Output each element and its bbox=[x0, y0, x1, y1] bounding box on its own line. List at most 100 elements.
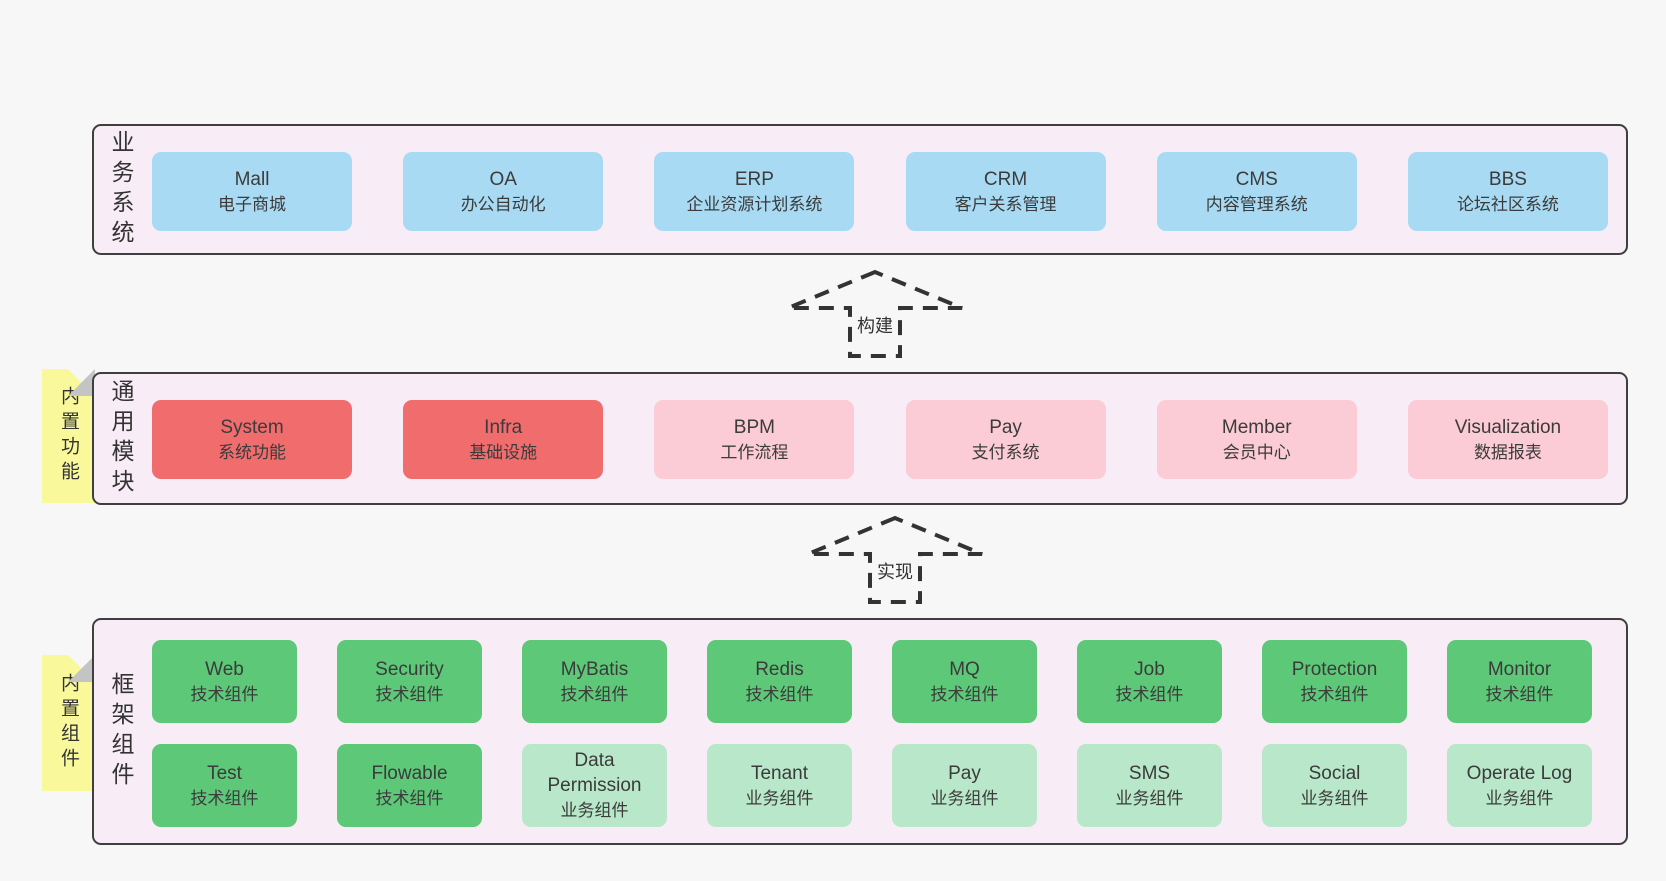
box-security: Security 技术组件 bbox=[337, 640, 482, 723]
box-title: OA bbox=[489, 168, 517, 190]
box-subtitle: 企业资源计划系统 bbox=[686, 194, 823, 214]
box-subtitle: 业务组件 bbox=[745, 788, 814, 808]
sticky-fold-icon bbox=[68, 655, 95, 682]
box-title: BPM bbox=[733, 416, 775, 438]
framework-row-2: Test 技术组件 Flowable 技术组件 Data Permission … bbox=[152, 744, 1592, 827]
box-subtitle: 技术组件 bbox=[375, 684, 444, 704]
box-subtitle: 电子商城 bbox=[218, 194, 286, 214]
box-subtitle: 数据报表 bbox=[1473, 442, 1542, 462]
box-title: Data Permission bbox=[547, 750, 642, 796]
box-title: Social bbox=[1308, 762, 1361, 784]
box-subtitle: 业务组件 bbox=[1115, 788, 1184, 808]
box-redis: Redis 技术组件 bbox=[707, 640, 852, 723]
box-title: Operate Log bbox=[1466, 762, 1573, 784]
box-title: Pay bbox=[989, 416, 1022, 438]
box-social: Social 业务组件 bbox=[1262, 744, 1407, 827]
dashed-up-arrow-icon bbox=[807, 515, 983, 604]
box-subtitle: 会员中心 bbox=[1222, 442, 1291, 462]
box-subtitle: 技术组件 bbox=[1115, 684, 1184, 704]
box-title: CRM bbox=[983, 168, 1028, 190]
box-title: Mall bbox=[234, 168, 270, 190]
box-title: BBS bbox=[1488, 168, 1527, 190]
box-title: System bbox=[220, 416, 284, 438]
box-subtitle: 工作流程 bbox=[720, 442, 789, 462]
box-mall: Mall 电子商城 bbox=[152, 152, 352, 231]
box-subtitle: 业务组件 bbox=[1485, 788, 1554, 808]
box-title: Member bbox=[1221, 416, 1292, 438]
section-label-business-systems: 业务系统 bbox=[108, 129, 134, 250]
box-mybatis: MyBatis 技术组件 bbox=[522, 640, 667, 723]
box-subtitle: 办公自动化 bbox=[460, 194, 546, 214]
box-data-permission: Data Permission 业务组件 bbox=[522, 744, 667, 827]
box-title: MyBatis bbox=[560, 658, 629, 680]
arrow-implement-label: 实现 bbox=[874, 558, 916, 584]
box-subtitle: 技术组件 bbox=[190, 788, 259, 808]
box-subtitle: 论坛社区系统 bbox=[1456, 194, 1559, 214]
box-subtitle: 技术组件 bbox=[1485, 684, 1554, 704]
box-subtitle: 系统功能 bbox=[218, 442, 286, 462]
sticky-fold-icon bbox=[68, 369, 95, 396]
box-tenant: Tenant 业务组件 bbox=[707, 744, 852, 827]
box-title: Job bbox=[1134, 658, 1165, 680]
box-title: MQ bbox=[949, 658, 980, 680]
box-protection: Protection 技术组件 bbox=[1262, 640, 1407, 723]
box-flowable: Flowable 技术组件 bbox=[337, 744, 482, 827]
arrow-build: 构建 bbox=[780, 268, 970, 360]
business-systems-row: Mall 电子商城 OA 办公自动化 ERP 企业资源计划系统 CRM 客户关系… bbox=[152, 152, 1608, 231]
box-oa: OA 办公自动化 bbox=[403, 152, 604, 231]
framework-row-1: Web 技术组件 Security 技术组件 MyBatis 技术组件 Redi… bbox=[152, 640, 1592, 723]
section-business-systems: 业务系统 Mall 电子商城 OA 办公自动化 ERP 企业资源计划系统 CRM… bbox=[92, 124, 1628, 255]
box-job: Job 技术组件 bbox=[1077, 640, 1222, 723]
box-title: Protection bbox=[1291, 658, 1378, 680]
box-subtitle: 技术组件 bbox=[745, 684, 814, 704]
box-visualization: Visualization 数据报表 bbox=[1407, 400, 1608, 479]
common-modules-row: System 系统功能 Infra 基础设施 BPM 工作流程 Pay 支付系统… bbox=[152, 400, 1608, 479]
dashed-up-arrow-icon bbox=[787, 269, 963, 358]
section-label-framework-components: 框架组件 bbox=[108, 671, 134, 792]
box-title: Monitor bbox=[1487, 658, 1552, 680]
box-subtitle: 技术组件 bbox=[1300, 684, 1369, 704]
box-title: Visualization bbox=[1454, 416, 1562, 438]
box-subtitle: 基础设施 bbox=[469, 442, 538, 462]
box-title: Security bbox=[375, 658, 444, 680]
box-infra: Infra 基础设施 bbox=[403, 400, 604, 479]
box-cms: CMS 内容管理系统 bbox=[1156, 152, 1357, 231]
box-subtitle: 技术组件 bbox=[190, 684, 259, 704]
box-system: System 系统功能 bbox=[152, 400, 352, 479]
box-title: Flowable bbox=[371, 762, 448, 784]
box-title: CMS bbox=[1235, 168, 1278, 190]
box-bpm: BPM 工作流程 bbox=[654, 400, 855, 479]
box-title: Redis bbox=[755, 658, 804, 680]
box-subtitle: 业务组件 bbox=[1300, 788, 1369, 808]
box-sms: SMS 业务组件 bbox=[1077, 744, 1222, 827]
section-common-modules: 通用模块 System 系统功能 Infra 基础设施 BPM 工作流程 Pay… bbox=[92, 372, 1628, 505]
box-title: Pay bbox=[948, 762, 981, 784]
box-pay-system: Pay 支付系统 bbox=[905, 400, 1106, 479]
box-subtitle: 技术组件 bbox=[560, 684, 629, 704]
box-monitor: Monitor 技术组件 bbox=[1447, 640, 1592, 723]
arrow-build-label: 构建 bbox=[854, 312, 896, 338]
box-title: Test bbox=[207, 762, 242, 784]
box-pay-component: Pay 业务组件 bbox=[892, 744, 1037, 827]
box-title: Tenant bbox=[750, 762, 809, 784]
box-member: Member 会员中心 bbox=[1156, 400, 1357, 479]
box-subtitle: 业务组件 bbox=[930, 788, 999, 808]
box-subtitle: 技术组件 bbox=[375, 788, 444, 808]
box-test: Test 技术组件 bbox=[152, 744, 297, 827]
box-subtitle: 业务组件 bbox=[560, 801, 629, 820]
box-operate-log: Operate Log 业务组件 bbox=[1447, 744, 1592, 827]
section-framework-components: 框架组件 Web 技术组件 Security 技术组件 MyBatis 技术组件… bbox=[92, 618, 1628, 845]
box-subtitle: 技术组件 bbox=[930, 684, 999, 704]
box-title: ERP bbox=[734, 168, 774, 190]
box-mq: MQ 技术组件 bbox=[892, 640, 1037, 723]
box-bbs: BBS 论坛社区系统 bbox=[1407, 152, 1608, 231]
box-erp: ERP 企业资源计划系统 bbox=[654, 152, 855, 231]
box-title: Infra bbox=[484, 416, 523, 438]
section-label-common-modules: 通用模块 bbox=[108, 378, 134, 499]
arrow-implement: 实现 bbox=[800, 514, 990, 606]
box-subtitle: 内容管理系统 bbox=[1205, 194, 1308, 214]
box-title: Web bbox=[205, 658, 244, 680]
box-subtitle: 支付系统 bbox=[971, 442, 1040, 462]
box-subtitle: 客户关系管理 bbox=[954, 194, 1057, 214]
